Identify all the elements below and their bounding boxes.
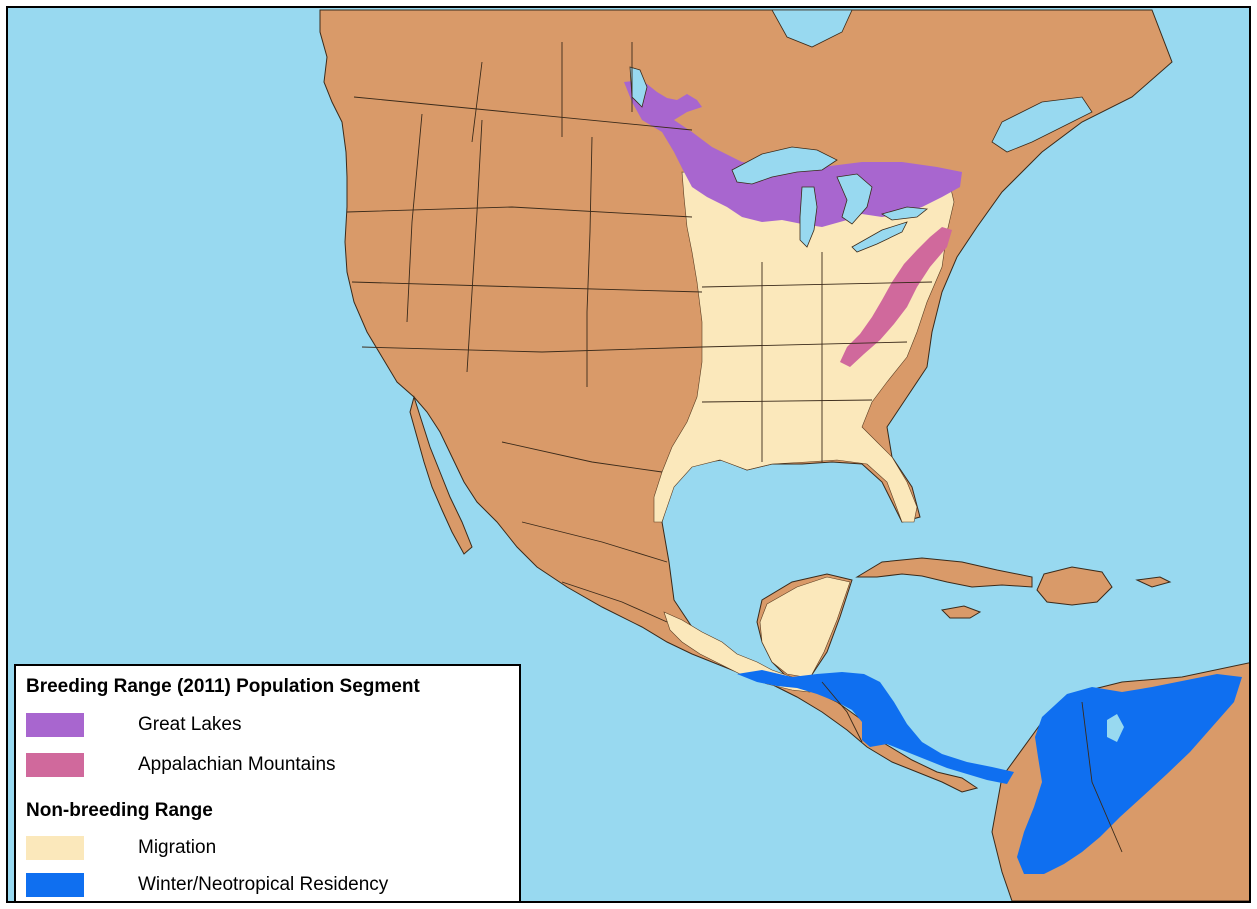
boundary-line bbox=[466, 119, 483, 373]
winter-range-lake-maracaibo bbox=[1107, 714, 1124, 742]
great-lakes-breeding-range bbox=[624, 80, 962, 227]
jamaica-island bbox=[940, 605, 982, 619]
map-legend: Breeding Range (2011) Population Segment… bbox=[14, 664, 521, 901]
baja-california bbox=[409, 395, 473, 555]
boundary-line bbox=[701, 281, 933, 288]
boundary-line bbox=[1081, 701, 1123, 853]
map-frame: Breeding Range (2011) Population Segment… bbox=[6, 6, 1251, 903]
boundary-line bbox=[361, 346, 703, 353]
appalachian-breeding-range bbox=[840, 227, 952, 367]
migration-range-yucatan bbox=[759, 576, 851, 679]
boundary-line bbox=[586, 136, 593, 387]
legend-label: Appalachian Mountains bbox=[138, 754, 336, 775]
lake-ontario bbox=[880, 206, 929, 221]
lake-michigan bbox=[799, 186, 818, 248]
boundary-line bbox=[821, 681, 863, 743]
appalachian-swatch bbox=[26, 753, 84, 777]
boundary-line bbox=[406, 113, 423, 323]
winter-swatch bbox=[26, 873, 84, 897]
boundary-line bbox=[521, 521, 668, 563]
lake-erie bbox=[851, 221, 908, 253]
boundary-line bbox=[346, 206, 693, 218]
boundary-line bbox=[561, 581, 668, 623]
great-lakes-swatch bbox=[26, 713, 84, 737]
lake-superior bbox=[731, 146, 838, 185]
boundary-line bbox=[501, 441, 663, 473]
hispaniola-island bbox=[1036, 566, 1113, 606]
breeding-range-heading: Breeding Range (2011) Population Segment bbox=[26, 676, 420, 697]
puerto-rico-island bbox=[1135, 576, 1172, 588]
legend-label: Great Lakes bbox=[138, 714, 242, 735]
legend-label: Migration bbox=[138, 837, 217, 858]
winter-range-south-america bbox=[1017, 674, 1242, 874]
canada-us-border bbox=[353, 96, 693, 131]
migration-swatch bbox=[26, 836, 84, 860]
winter-range-central-america bbox=[737, 670, 1014, 784]
lake-huron bbox=[836, 173, 873, 225]
boundary-line bbox=[701, 341, 908, 348]
boundary-line bbox=[471, 61, 483, 143]
cuba-island bbox=[855, 557, 1033, 588]
legend-label: Winter/Neotropical Residency bbox=[138, 874, 389, 895]
gulf-of-saint-lawrence bbox=[991, 96, 1093, 153]
boundary-line bbox=[351, 281, 703, 293]
boundary-line bbox=[701, 399, 873, 403]
non-breeding-range-heading: Non-breeding Range bbox=[26, 800, 213, 821]
political-boundaries bbox=[346, 42, 1123, 853]
hudson-bay-inlet bbox=[771, 9, 853, 48]
